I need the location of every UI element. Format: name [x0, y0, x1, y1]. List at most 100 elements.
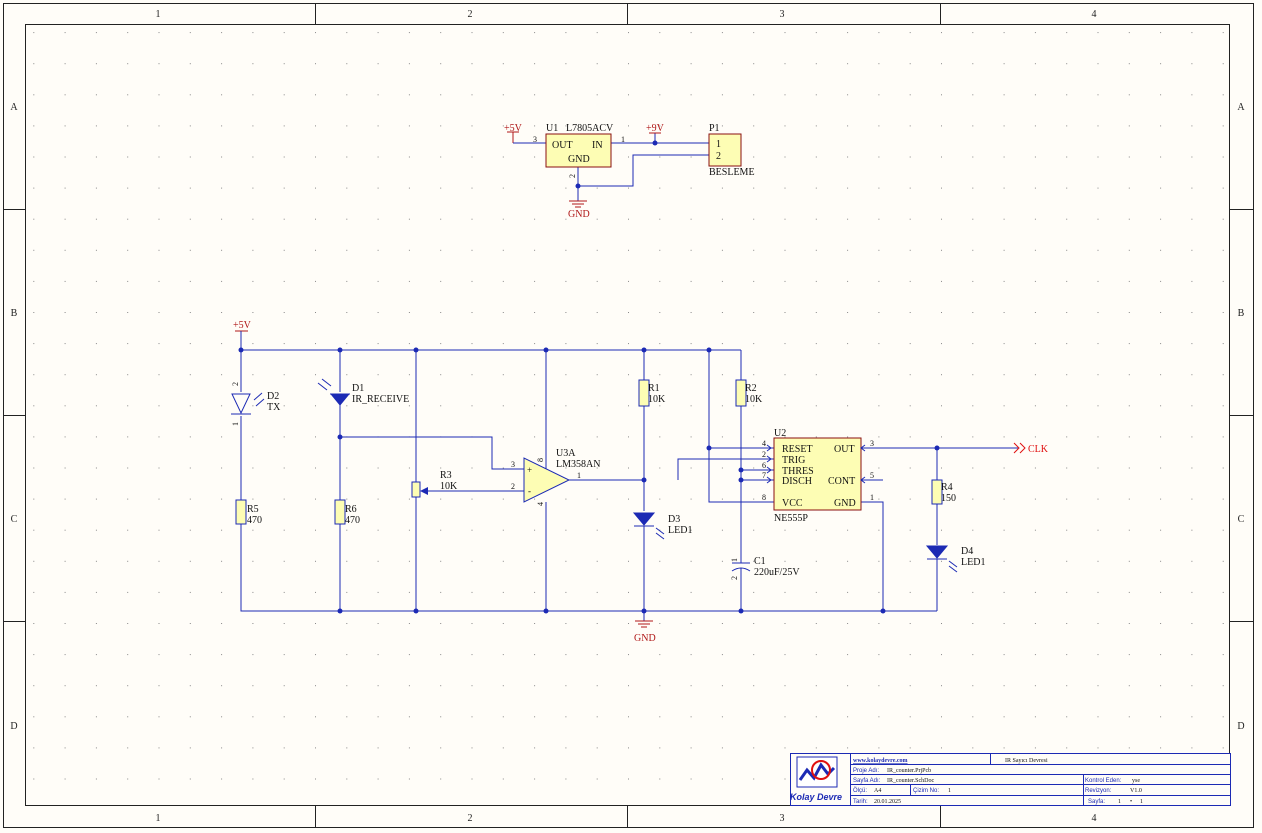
r5-resistor[interactable]: [235, 499, 247, 525]
row-label-left: B: [11, 308, 18, 319]
tarih-value: 20.01.2025: [874, 799, 901, 805]
u3a-pin3-number: 3: [511, 460, 515, 469]
olcu-value: A4: [874, 788, 881, 794]
c1-capacitor[interactable]: [731, 552, 751, 582]
project-title: IR Sayıcı Devresi: [1005, 758, 1048, 764]
u1-pin3-number: 3: [533, 135, 537, 144]
u2-timer-body[interactable]: [773, 437, 862, 511]
u3a-pin2-number: 2: [511, 482, 515, 491]
r5-ref: R5: [247, 504, 259, 515]
sayfa-total: 1: [1140, 799, 1143, 805]
col-label-top: 2: [468, 9, 473, 20]
r6-ref: R6: [345, 504, 357, 515]
d3-ref: D3: [668, 514, 680, 525]
r3-potentiometer[interactable]: [411, 481, 428, 498]
d1-ir-receiver[interactable]: [317, 378, 351, 406]
junction-dots: [238, 347, 940, 614]
sayfa-label: Sayfa:: [1088, 799, 1105, 805]
u2-ref: U2: [774, 428, 786, 439]
u1-ref: U1: [546, 123, 558, 134]
row-label-right: D: [1237, 721, 1244, 732]
proje-adi-label: Proje Adı:: [853, 768, 879, 774]
u1-pin-in-label: IN: [592, 140, 603, 151]
r6-resistor[interactable]: [334, 499, 346, 525]
col-label-top: 3: [780, 9, 785, 20]
d1-value: IR_RECEIVE: [352, 394, 409, 405]
u2-pin4-number: 4: [762, 439, 766, 448]
row-label-left: A: [10, 102, 18, 113]
d3-led[interactable]: [632, 512, 665, 540]
r5-value: 470: [247, 515, 262, 526]
d1-ref: D1: [352, 383, 364, 394]
u3a-plus-label: +: [527, 465, 532, 475]
r2-resistor[interactable]: [735, 379, 747, 407]
u1-pin-out-label: OUT: [552, 140, 573, 151]
u2-pin-reset: RESET: [782, 444, 813, 455]
sayfa-adi-label: Sayfa Adı:: [853, 778, 881, 784]
d4-led[interactable]: [925, 545, 958, 573]
u3a-opamp-body[interactable]: [523, 457, 571, 503]
cizim-no-label: Çizim No:: [913, 788, 939, 794]
ground-label: GND: [568, 209, 590, 220]
p1-pin1-label: 1: [716, 139, 721, 150]
row-label-right: A: [1237, 102, 1245, 113]
sayfa-value: 1: [1118, 799, 1121, 805]
u3a-ref: U3A: [556, 448, 576, 459]
d2-pin2-number: 2: [231, 382, 240, 386]
u2-pin2-number: 2: [762, 450, 766, 459]
cizim-no-value: 1: [948, 788, 951, 794]
clk-port-arrow: [1013, 442, 1026, 454]
u1-value: L7805ACV: [566, 123, 614, 134]
row-label-left: C: [11, 514, 18, 525]
u3a-minus-label: -: [528, 486, 531, 496]
u2-pin-markers: [766, 444, 866, 484]
col-label-bottom: 4: [1092, 813, 1097, 824]
u1-pin-gnd-label: GND: [568, 154, 590, 165]
d2-ref: D2: [267, 391, 279, 402]
power-port-5v: [507, 131, 519, 143]
kontrol-eden-label: Kontrol Eden:: [1085, 778, 1122, 784]
col-label-bottom: 2: [468, 813, 473, 824]
u2-pin1-number: 1: [870, 493, 874, 502]
power-port-5v-main-label: +5V: [233, 320, 252, 331]
u2-pin3-number: 3: [870, 439, 874, 448]
r2-ref: R2: [745, 383, 757, 394]
website-link[interactable]: www.kolaydevre.com: [853, 758, 908, 764]
u1-regulator-body[interactable]: [545, 133, 612, 168]
r3-ref: R3: [440, 470, 452, 481]
u2-pin-disch: DISCH: [782, 476, 812, 487]
r4-ref: R4: [941, 482, 953, 493]
power-supply-section: +5V U1 L7805ACV OUT IN GND 3 1 2 +9V P1 …: [504, 123, 755, 220]
u2-pin7-number: 7: [762, 471, 766, 480]
p1-connector-body[interactable]: [708, 133, 742, 167]
r1-ref: R1: [648, 383, 660, 394]
r1-resistor[interactable]: [638, 379, 650, 407]
r4-value: 150: [941, 493, 956, 504]
p1-pin2-label: 2: [716, 151, 721, 162]
c1-pin2-number: 2: [730, 576, 739, 580]
circuit-wires[interactable]: [240, 331, 1018, 621]
kolay-devre-logo: Kolay Devre: [790, 756, 842, 802]
ground-symbol-main: [635, 620, 653, 628]
sheet-border: [3, 3, 1254, 828]
r3-value: 10K: [440, 481, 458, 492]
d2-ir-led[interactable]: [231, 392, 265, 415]
c1-ref: C1: [754, 556, 766, 567]
u2-pin-trig: TRIG: [782, 455, 805, 466]
u3a-pin8-number: 8: [536, 458, 545, 462]
c1-pin1-number: 1: [730, 558, 739, 562]
d3-value: LED1: [668, 525, 692, 536]
r4-resistor[interactable]: [931, 479, 943, 505]
p1-ref: P1: [709, 123, 720, 134]
u3a-pin1-number: 1: [577, 471, 581, 480]
r1-value: 10K: [648, 394, 666, 405]
main-circuit: +5V: [231, 320, 1049, 644]
junction: [652, 140, 658, 146]
ground-label-main: GND: [634, 633, 656, 644]
u3a-pin4-number: 4: [536, 502, 545, 506]
col-label-top: 1: [156, 9, 161, 20]
sayfa-adi-value: IR_counter.SchDoc: [887, 778, 934, 784]
u2-pin6-number: 6: [762, 461, 766, 470]
col-label-bottom: 3: [780, 813, 785, 824]
